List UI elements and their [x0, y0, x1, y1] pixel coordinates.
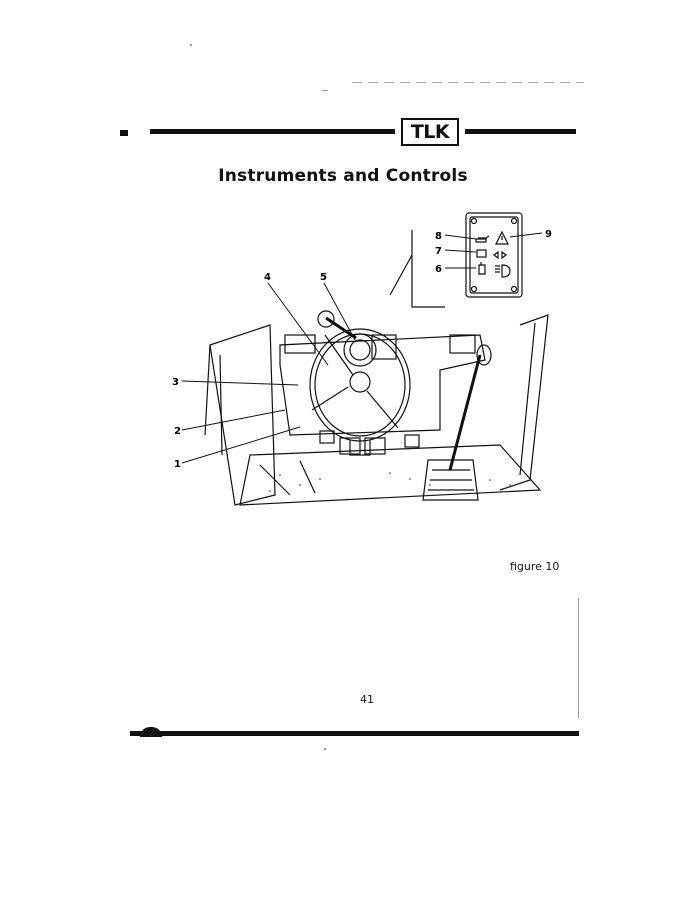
callout-1: 1	[174, 459, 181, 470]
scan-dash	[322, 90, 328, 91]
callout-8: 8	[435, 231, 442, 242]
callout-9: 9	[545, 229, 552, 240]
headlight-icon	[495, 264, 511, 278]
right-margin-line	[578, 598, 579, 718]
pedal-right	[364, 437, 386, 455]
logo-text: TLK	[410, 121, 450, 143]
scan-dash-line	[352, 82, 584, 83]
leader-4	[267, 282, 329, 366]
leader-2	[181, 409, 286, 431]
leader-1	[181, 426, 301, 464]
turn-signal-icon	[493, 250, 507, 260]
dashboard	[279, 334, 486, 436]
scan-speck	[324, 748, 326, 750]
tractor-cab-illustration: 1 2 3 4 5 6 7 8 9	[172, 212, 552, 506]
leader-5	[323, 282, 356, 341]
callout-7: 7	[435, 246, 442, 257]
page-title: Instruments and Controls	[218, 166, 468, 186]
left-edge-mark	[120, 130, 128, 136]
oil-pressure-icon	[475, 235, 490, 243]
tlk-logo: TLK	[401, 118, 459, 146]
page-number: 41	[360, 693, 374, 706]
header-rule-left	[150, 129, 395, 134]
cab-frame-right	[499, 314, 549, 491]
cab-frame-left	[209, 324, 276, 506]
header-rule-right	[465, 129, 576, 134]
footer-rule	[130, 731, 579, 736]
pedal-left	[339, 437, 361, 455]
warning-light-panel	[465, 212, 523, 298]
leader-3	[181, 380, 299, 386]
callout-3: 3	[172, 377, 179, 388]
temperature-icon	[478, 262, 486, 275]
callout-6: 6	[435, 264, 442, 275]
speedometer	[343, 333, 377, 367]
callout-2: 2	[174, 426, 181, 437]
footer-rule-blob	[140, 727, 162, 737]
leader-8	[444, 234, 477, 240]
callout-4: 4	[264, 272, 271, 283]
gear-boot	[422, 459, 479, 501]
floor	[239, 444, 542, 506]
gear-lever	[448, 354, 482, 471]
leader-7	[444, 249, 477, 253]
battery-icon	[476, 249, 487, 258]
hazard-icon	[495, 230, 509, 245]
callout-5: 5	[320, 272, 327, 283]
control-lever	[325, 316, 357, 340]
figure-caption: figure 10	[510, 560, 560, 573]
scan-speck	[190, 44, 192, 46]
leader-9	[509, 232, 543, 238]
